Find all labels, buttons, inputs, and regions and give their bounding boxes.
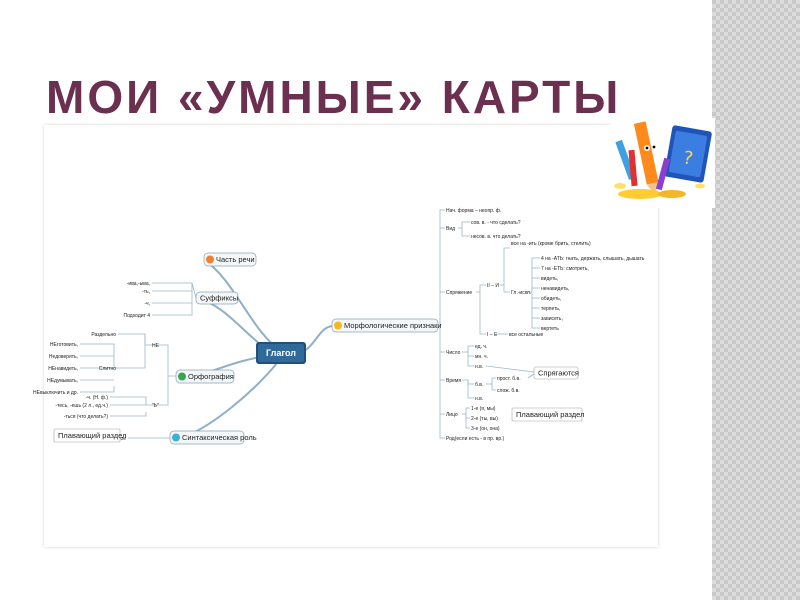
branch-morphology-label: Морфологические признаки — [344, 321, 442, 330]
mind-map-frame — [44, 125, 658, 547]
conj-exceptions: Гл.-искл. — [511, 290, 531, 296]
suffix-item-1: -ива,-ыва, — [127, 281, 150, 287]
tense-item-past: б.в. — [475, 382, 483, 388]
conj-i: I – Е — [487, 332, 498, 338]
suffix-item-3: -ч, — [144, 301, 150, 307]
tense-item-simple-past: прост. б.в. — [497, 376, 521, 382]
branch-syntax[interactable]: Синтаксическая роль — [169, 430, 257, 445]
number-item-3: н.в. — [475, 364, 483, 370]
center-node-label: Глагол — [266, 348, 296, 358]
floating-topic-right[interactable]: Плавающий раздел — [511, 407, 584, 422]
number-item-1: ед. ч. — [475, 344, 487, 350]
morph-gender: Род(если есть - в пр. вр.) — [446, 436, 505, 442]
exception-item-4: ненавидеть, — [541, 286, 569, 292]
branch-syntax-label: Синтаксическая роль — [182, 433, 257, 442]
person-item-1: 1-е (я, мы) — [471, 406, 496, 412]
suffix-item-4: Подходит 4 — [124, 313, 151, 319]
aspect-item-1: сов. в. - что сделать? — [471, 220, 521, 226]
morph-conjugation: Спряжение — [446, 290, 472, 296]
conj-ii: II – И — [487, 283, 499, 289]
soft-sign-item-1: -ч. (Н. ф.) — [86, 395, 109, 401]
exception-item-5: обидеть, — [541, 296, 561, 302]
conjugate-node[interactable]: Спрягаются — [533, 366, 579, 380]
soft-sign-item-3: -ться (что делать?) — [64, 414, 109, 420]
morph-aspect: Вид — [446, 226, 455, 232]
morph-person: Лицо — [446, 412, 458, 418]
pencil-books-clipart: ? — [610, 118, 715, 208]
conj-ii-note: все на -ить (кроме брить, стелить) — [511, 241, 591, 247]
spelling-item-4: НЕдумывать, — [47, 378, 78, 384]
conj-i-note: все остальные — [509, 332, 543, 338]
branch-suffixes-label: Суффиксы — [200, 294, 238, 303]
person-item-2: 2-е (ты, вы) — [471, 416, 498, 422]
tense-item-compound-past: слож. б.в. — [497, 388, 520, 394]
exception-item-1: 4 на -АТЬ: гнать, держать, слышать, дыша… — [541, 256, 645, 262]
exception-item-8: вертеть — [541, 326, 559, 332]
spelling-sub-separate: Раздельно — [91, 332, 116, 338]
morph-number: Число — [446, 350, 461, 356]
floating-topic-left[interactable]: Плавающий раздел — [53, 428, 126, 443]
spelling-item-5: НЕвыключить и др. — [33, 390, 78, 396]
branch-morphology[interactable]: Морфологические признаки — [331, 318, 442, 333]
spelling-item-2: Недоверять, — [49, 354, 78, 360]
morph-tense: Время — [446, 378, 461, 384]
center-node[interactable]: Глагол — [256, 342, 306, 364]
exception-item-7: зависеть, — [541, 316, 563, 322]
aspect-item-2: несов. в. что делать? — [471, 234, 521, 240]
branch-speech-part[interactable]: Часть речи — [203, 252, 257, 267]
branch-suffixes[interactable]: Суффиксы — [195, 291, 239, 305]
conjugate-node-label: Спрягаются — [538, 369, 579, 378]
spelling-group-ne: НЕ — [152, 343, 160, 349]
morph-initial-form: Нач. форма – неопр. ф. — [446, 208, 501, 214]
slide-title: МОИ «УМНЫЕ» КАРТЫ — [46, 71, 622, 123]
spelling-item-3: НЕнавидеть, — [48, 366, 78, 372]
spelling-group-soft-sign: "Ь" — [152, 403, 159, 409]
soft-sign-item-2: -тесь, -ешь (2 л., ед.ч.) — [55, 403, 108, 409]
floating-topic-right-label: Плавающий раздел — [516, 410, 584, 419]
person-item-3: 3-е (он, она) — [471, 426, 500, 432]
exception-item-3: видеть, — [541, 276, 558, 282]
branch-spelling-label: Орфография — [188, 372, 234, 381]
number-item-2: мн. ч. — [475, 354, 488, 360]
exception-item-6: терпеть, — [541, 306, 560, 312]
tense-item-present: н.в. — [475, 396, 483, 402]
spelling-sub-together: Слитно — [99, 366, 116, 372]
suffix-item-2: -ть, — [142, 289, 150, 295]
connection-lines — [80, 209, 540, 439]
spelling-item-1: НЕготовить, — [50, 342, 78, 348]
floating-topic-left-label: Плавающий раздел — [58, 431, 126, 440]
branch-spelling[interactable]: Орфография — [175, 369, 235, 384]
svg-text:?: ? — [681, 147, 694, 169]
exception-item-2: 7 на -ЕТЬ: смотреть, — [541, 266, 589, 272]
checkered-side-panel — [712, 0, 800, 600]
branch-speech-part-label: Часть речи — [216, 255, 255, 264]
